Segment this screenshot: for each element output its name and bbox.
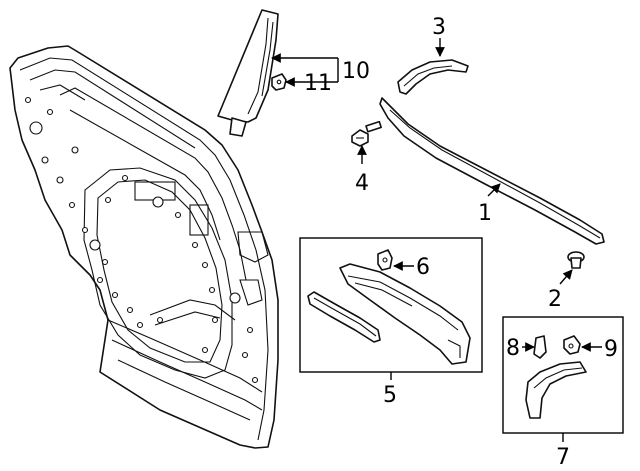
part-8-clip [533,335,547,359]
callout-4: 4 [355,171,369,196]
callout-8: 8 [506,336,520,361]
callout-3: 3 [432,15,446,40]
part-10-pillar-applique [217,9,279,137]
callout-7: 7 [556,445,570,470]
part-6-clip [377,249,393,271]
leader-lines [271,38,602,442]
callout-2: 2 [548,287,562,312]
rear-door-shell [9,45,279,449]
callout-5: 5 [383,383,397,408]
part-1-belt-molding [379,97,605,245]
part-3-molding-end [397,59,469,95]
part-4-bolt [351,120,382,147]
part-11-clip [271,73,287,91]
part-9-clip [563,335,581,355]
callout-11: 11 [304,71,332,96]
callout-1: 1 [478,201,492,226]
callout-10: 10 [342,59,370,84]
callout-6: 6 [416,255,430,280]
part-2-push-pin [567,251,585,269]
callout-9: 9 [604,337,618,362]
part-5-trim-panel [307,263,471,365]
part-7-wheel-arch-molding [525,361,587,419]
